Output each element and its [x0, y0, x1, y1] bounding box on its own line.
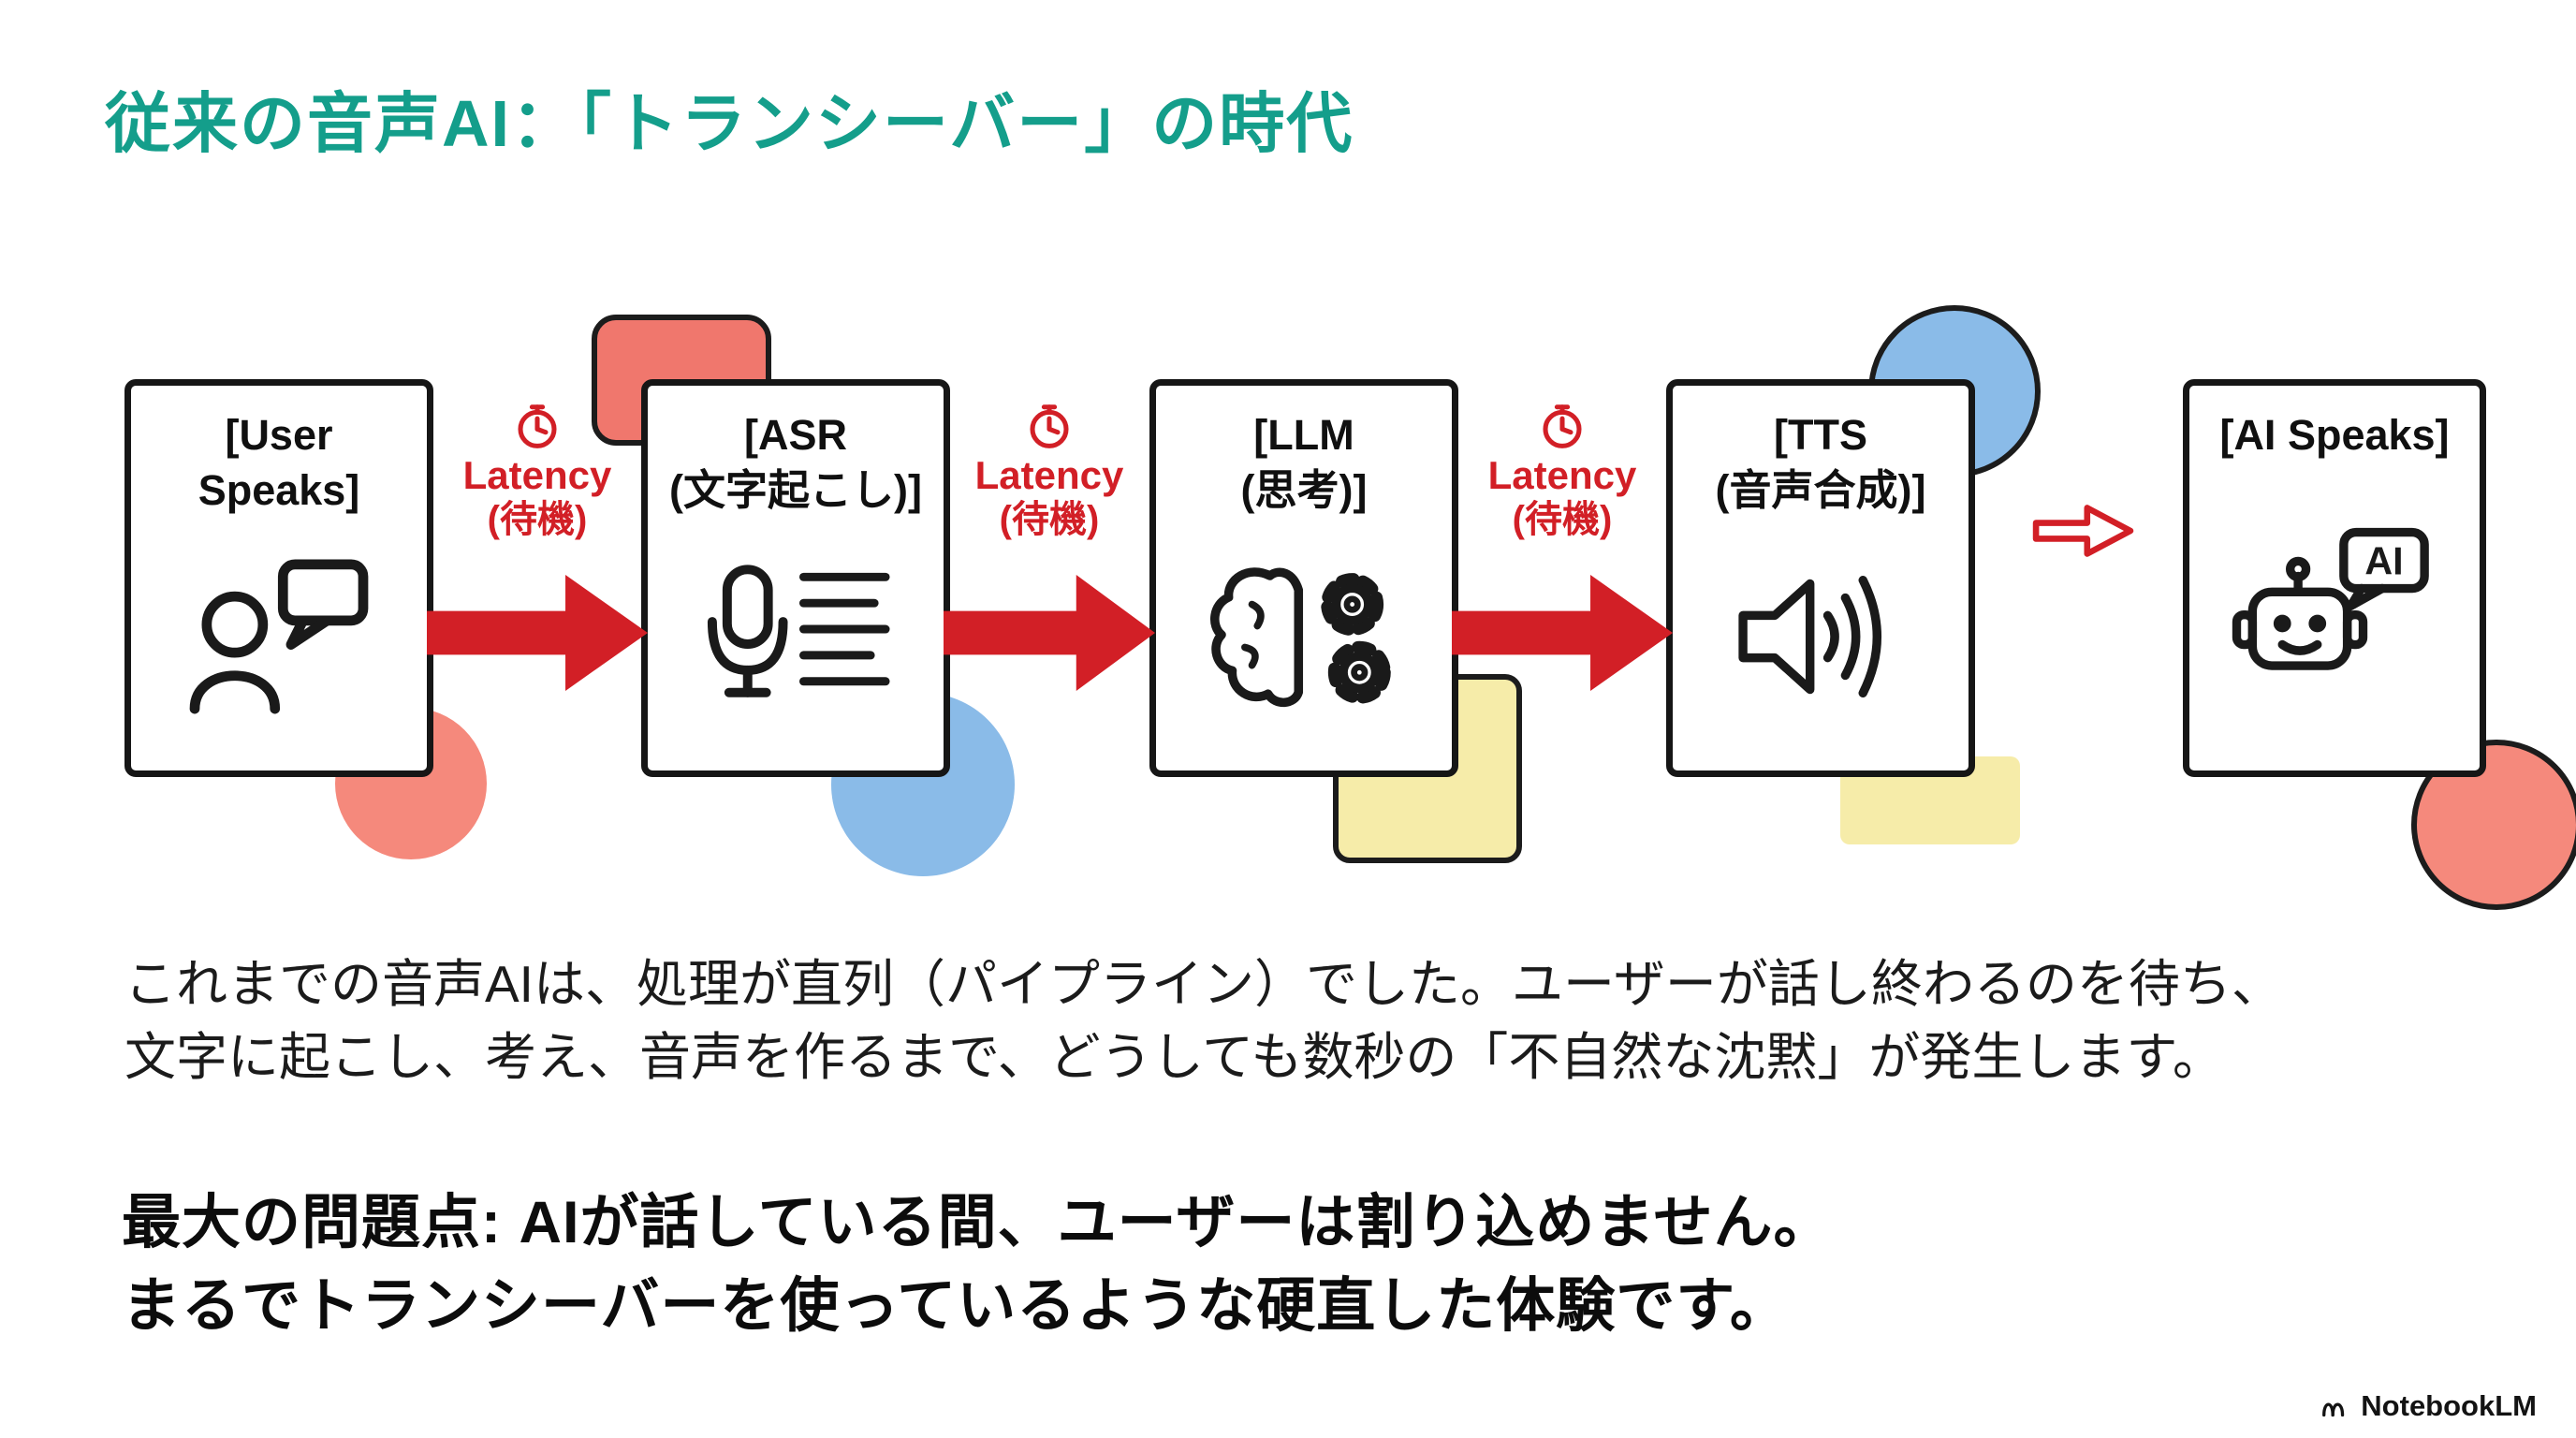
- notebooklm-logo-icon: [2322, 1402, 2345, 1417]
- body-text: これまでの音声AIは、処理が直列（パイプライン）でした。ユーザーが話し終わるのを…: [124, 947, 2502, 1093]
- microphone-transcript-icon: [655, 518, 936, 756]
- latency-label: Latency: [462, 453, 612, 497]
- latency-indicator: Latency (待機): [1450, 401, 1675, 542]
- box-label: [ASR (文字起こし)]: [669, 408, 922, 518]
- box-label-line2: (思考)]: [1240, 465, 1368, 514]
- problem-line1: 最大の問題点: AIが話している間、ユーザーは割り込めません。: [122, 1190, 1834, 1255]
- pipeline-box-asr: [ASR (文字起こし)]: [641, 379, 950, 777]
- box-label-line1: [LLM: [1253, 411, 1354, 459]
- latency-sub-label: (待機): [999, 499, 1100, 541]
- latency-label: Latency: [974, 453, 1124, 497]
- body-text-line1: これまでの音声AIは、処理が直列（パイプライン）でした。ユーザーが話し終わるのを…: [124, 955, 2283, 1013]
- body-text-line2: 文字に起こし、考え、音声を作るまで、どうしても数秒の「不自然な沈黙」が発生します…: [124, 1028, 2224, 1087]
- box-label: [AI Speaks]: [2219, 408, 2449, 463]
- pipeline-box-user-speaks: [User Speaks]: [124, 379, 433, 777]
- box-label: [LLM (思考)]: [1241, 408, 1368, 518]
- footer-brand-text: NotebookLM: [2361, 1389, 2537, 1422]
- box-label-line1: [AI Speaks]: [2219, 411, 2450, 459]
- box-label-line2: (文字起こし)]: [669, 465, 922, 514]
- flow-arrow: [1452, 571, 1673, 695]
- latency-label: Latency: [1487, 453, 1637, 497]
- pipeline-box-llm: [LLM (思考)]: [1149, 379, 1458, 777]
- clock-icon: [518, 404, 557, 448]
- decor-salmon-circle: [2411, 740, 2576, 910]
- latency-sub-label: (待機): [487, 499, 588, 541]
- speaker-icon: [1680, 518, 1961, 756]
- clock-icon: [1543, 404, 1582, 448]
- latency-indicator: Latency (待機): [425, 401, 650, 542]
- box-label-line1: [TTS: [1774, 411, 1867, 459]
- brain-gears-icon: [1164, 518, 1444, 756]
- box-label-line1: [ASR: [744, 411, 847, 459]
- user-speech-icon: [139, 518, 419, 756]
- flow-arrow: [944, 571, 1155, 695]
- robot-ai-icon: AI: [2197, 463, 2472, 756]
- pipeline-box-ai-speaks: [AI Speaks] AI: [2183, 379, 2486, 777]
- box-label: [TTS (音声合成)]: [1716, 408, 1926, 518]
- flow-arrow: [427, 571, 648, 695]
- footer-brand: NotebookLM: [2320, 1389, 2537, 1423]
- box-label-line1: [User: [225, 411, 333, 459]
- pipeline-box-tts: [TTS (音声合成)]: [1666, 379, 1975, 777]
- problem-statement: 最大の問題点: AIが話している間、ユーザーは割り込めません。 まるでトランシー…: [122, 1181, 2518, 1349]
- clock-icon: [1030, 404, 1069, 448]
- page-title: 従来の音声AI：「トランシーバー」の時代: [105, 87, 1354, 160]
- robot-bubble-text: AI: [2364, 539, 2403, 582]
- box-label-line2: (音声合成)]: [1715, 465, 1926, 514]
- box-label-line2: Speaks]: [198, 465, 360, 514]
- flow-arrow-outline: [2027, 500, 2140, 562]
- problem-line2: まるでトランシーバーを使っているような硬直した体験です。: [122, 1273, 1790, 1340]
- box-label: [User Speaks]: [198, 408, 360, 518]
- latency-sub-label: (待機): [1512, 499, 1613, 541]
- latency-indicator: Latency (待機): [937, 401, 1162, 542]
